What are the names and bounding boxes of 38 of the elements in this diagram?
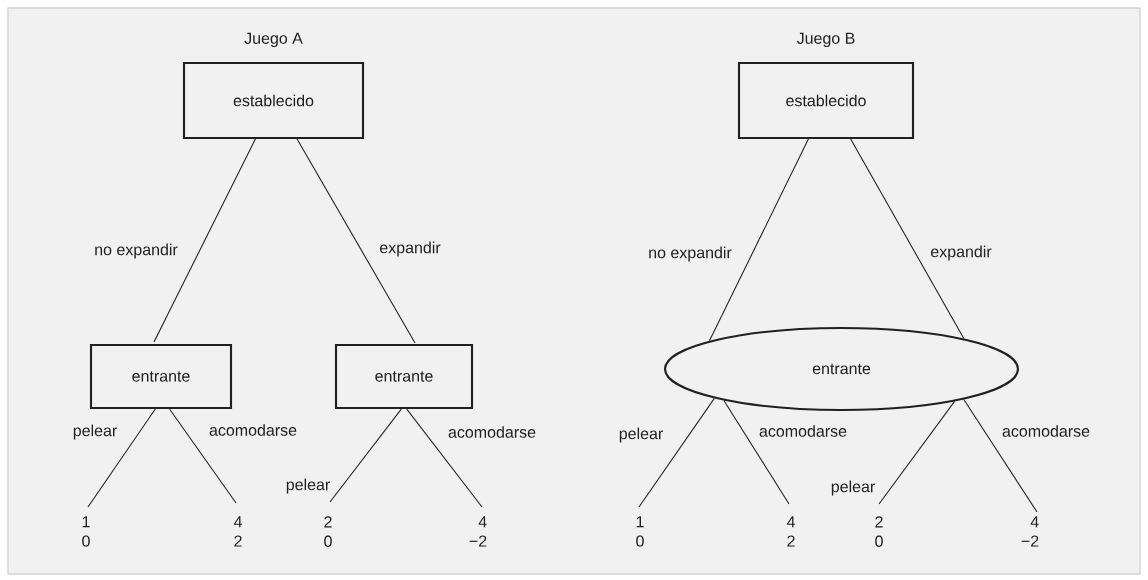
- decision-box: entrante: [334, 343, 474, 410]
- payoff-text: 1 0: [636, 516, 644, 547]
- edge-label: no expandir: [95, 243, 178, 259]
- edge-label: expandir: [380, 241, 441, 257]
- branch-line: [169, 408, 237, 504]
- edge-label: pelear: [619, 427, 663, 443]
- branch-line: [87, 408, 156, 508]
- decision-box: entrante: [89, 343, 233, 410]
- edge-label: acomodarse: [759, 425, 847, 437]
- edge-label: pelear: [831, 480, 875, 496]
- edge-label: acomodarse: [1002, 425, 1090, 437]
- branch-line: [329, 408, 402, 503]
- branch-line: [878, 400, 956, 505]
- edge-label: pelear: [286, 478, 330, 494]
- edge-label: no expandir: [649, 246, 732, 262]
- branch-line: [406, 408, 483, 508]
- branch-line: [153, 138, 256, 343]
- payoff-text: 4 −2: [469, 516, 487, 547]
- branch-line: [850, 138, 965, 340]
- payoff-text: 4 −2: [1021, 516, 1039, 547]
- edge-label: pelear: [73, 424, 117, 440]
- branch-line: [708, 138, 809, 342]
- edge-label: acomodarse: [209, 424, 297, 436]
- edge-label: acomodarse: [448, 426, 536, 438]
- tree-title: Juego B: [796, 32, 855, 48]
- payoff-text: 1 0: [82, 516, 90, 547]
- payoff-text: 4 2: [786, 516, 795, 547]
- decision-box: establecido: [182, 61, 365, 140]
- payoff-text: 2 0: [324, 516, 332, 547]
- payoff-text: 4 2: [233, 516, 242, 547]
- branch-line: [963, 398, 1038, 513]
- branch-line: [638, 397, 715, 508]
- payoff-text: 2 0: [875, 516, 883, 547]
- branch-line: [723, 399, 790, 505]
- tree-title: Juego A: [244, 32, 303, 48]
- decision-box: establecido: [737, 61, 915, 140]
- branch-line: [296, 138, 416, 344]
- edge-label: expandir: [931, 245, 992, 261]
